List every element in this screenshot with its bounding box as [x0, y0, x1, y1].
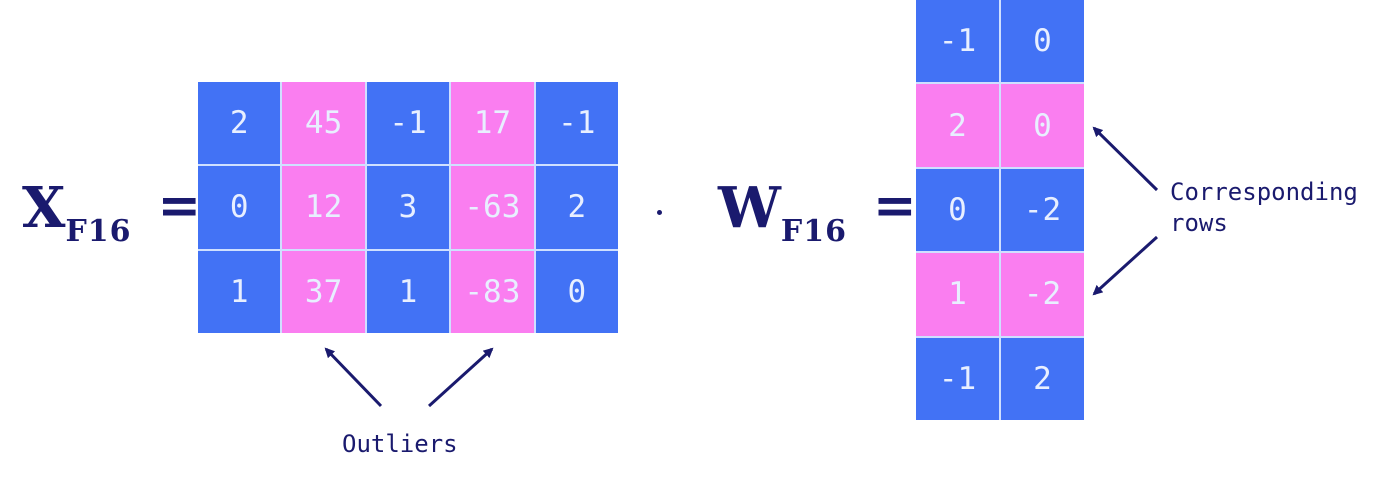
x-matrix-cell: 1: [366, 250, 450, 333]
w-matrix-cell: 2: [1001, 337, 1084, 420]
x-matrix-cell: 17: [451, 82, 534, 165]
x-matrix-cell: -83: [451, 250, 534, 333]
w-symbol: W: [718, 175, 781, 241]
w-matrix-cell: 0: [1001, 84, 1084, 167]
outlier-arrow-right: [427, 347, 494, 408]
x-matrix-cell: 45: [282, 82, 365, 165]
x-matrix-cell: 12: [282, 166, 365, 249]
x-matrix-cell: 1: [198, 250, 281, 333]
w-matrix-cell: -1: [916, 0, 999, 83]
w-f16-label: WF16=: [718, 180, 917, 247]
w-equals-sign: =: [872, 175, 917, 236]
x-subscript: F16: [65, 214, 132, 249]
x-f16-label: XF16=: [22, 180, 201, 247]
w-matrix-cell: 0: [916, 168, 999, 252]
x-matrix-cell: 2: [198, 82, 281, 165]
row-arrow-lower: [1092, 235, 1159, 296]
x-symbol: X: [22, 175, 66, 241]
corresponding-label-line1: Corresponding: [1170, 178, 1358, 206]
x-matrix-cell: 0: [535, 250, 618, 333]
outliers-label: Outliers: [342, 430, 458, 458]
w-subscript: F16: [780, 214, 847, 249]
outlier-arrow-left: [324, 347, 383, 408]
w-matrix-cell: 2: [916, 84, 999, 167]
w-matrix-cell: 1: [916, 253, 999, 336]
x-matrix-cell: 2: [535, 166, 618, 249]
w-matrix-cell: -2: [1001, 168, 1084, 252]
x-matrix-cell: -1: [366, 82, 450, 165]
w-matrix-cell: -1: [916, 337, 999, 420]
w-matrix-cell: 0: [1001, 0, 1084, 83]
x-matrix-cell: 3: [366, 166, 450, 249]
x-matrix-cell: 37: [282, 250, 365, 333]
x-equals-sign: =: [157, 175, 202, 236]
x-matrix-cell: -1: [535, 82, 618, 165]
multiply-dot: [657, 210, 662, 215]
x-matrix-cell: -63: [451, 166, 534, 249]
x-matrix-cell: 0: [198, 166, 281, 249]
corresponding-rows-label: Corresponding rows: [1170, 177, 1358, 239]
row-arrow-upper: [1092, 126, 1159, 192]
corresponding-label-line2: rows: [1170, 209, 1228, 237]
w-matrix-cell: -2: [1001, 253, 1084, 336]
